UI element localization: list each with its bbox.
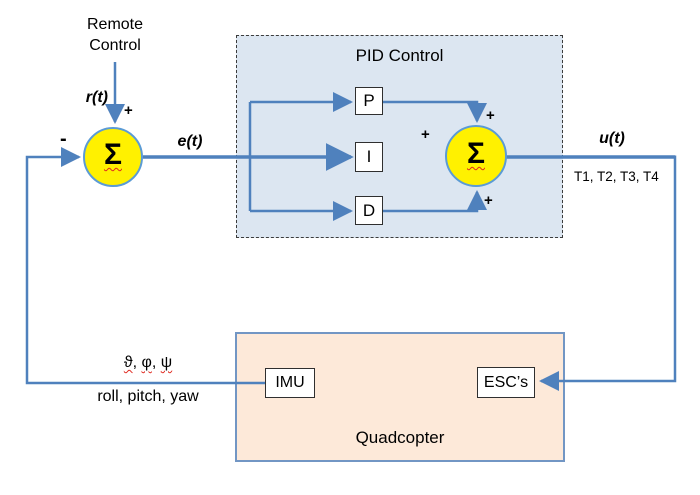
plus-sign-reference: +: [124, 102, 133, 119]
imu-block-label: IMU: [275, 374, 305, 391]
remote-control-label: Remote Control: [60, 14, 170, 56]
pid-sum-junction: Σ: [445, 125, 507, 187]
thrust-label: T1, T2, T3, T4: [574, 169, 659, 184]
d-block: D: [355, 196, 383, 225]
remote-control-line2: Control: [89, 37, 141, 54]
feedback-line: [25, 147, 265, 385]
reference-signal-label: r(t): [85, 89, 108, 106]
sigma-symbol: Σ: [103, 138, 122, 171]
error-sum-junction: Σ: [83, 127, 143, 187]
angles-label: ϑ, φ, ψ: [98, 354, 198, 372]
pid-control-box: PID Control: [236, 35, 563, 238]
phi-symbol: φ: [141, 354, 152, 371]
angle-separator: ,: [151, 354, 161, 371]
i-block-label: I: [366, 147, 372, 166]
minus-sign-feedback: -: [60, 128, 67, 150]
plus-sign-d: +: [484, 192, 493, 209]
p-block: P: [355, 87, 383, 115]
control-to-esc-arrow: [539, 155, 677, 391]
control-signal-label: u(t): [599, 130, 625, 147]
esc-block: ESC’s: [477, 367, 535, 398]
theta-symbol: ϑ: [123, 354, 133, 371]
plus-sign-p: +: [486, 107, 495, 124]
p-block-label: P: [363, 91, 375, 110]
d-block-label: D: [362, 200, 376, 220]
pid-control-title: PID Control: [355, 46, 444, 65]
plus-sign-i: +: [421, 126, 430, 143]
p-output-arrow: [383, 100, 487, 123]
quadcopter-title: Quadcopter: [355, 428, 445, 447]
esc-block-label: ESC’s: [483, 373, 529, 391]
psi-symbol: ψ: [160, 354, 173, 371]
sigma-symbol: Σ: [466, 137, 485, 170]
angle-separator: ,: [132, 354, 142, 371]
d-output-arrow: [383, 190, 487, 213]
error-signal-label: e(t): [177, 133, 203, 150]
remote-control-line1: Remote: [86, 16, 144, 33]
imu-block: IMU: [265, 368, 315, 398]
roll-pitch-yaw-label: roll, pitch, yaw: [97, 388, 199, 405]
i-block: I: [355, 142, 383, 172]
